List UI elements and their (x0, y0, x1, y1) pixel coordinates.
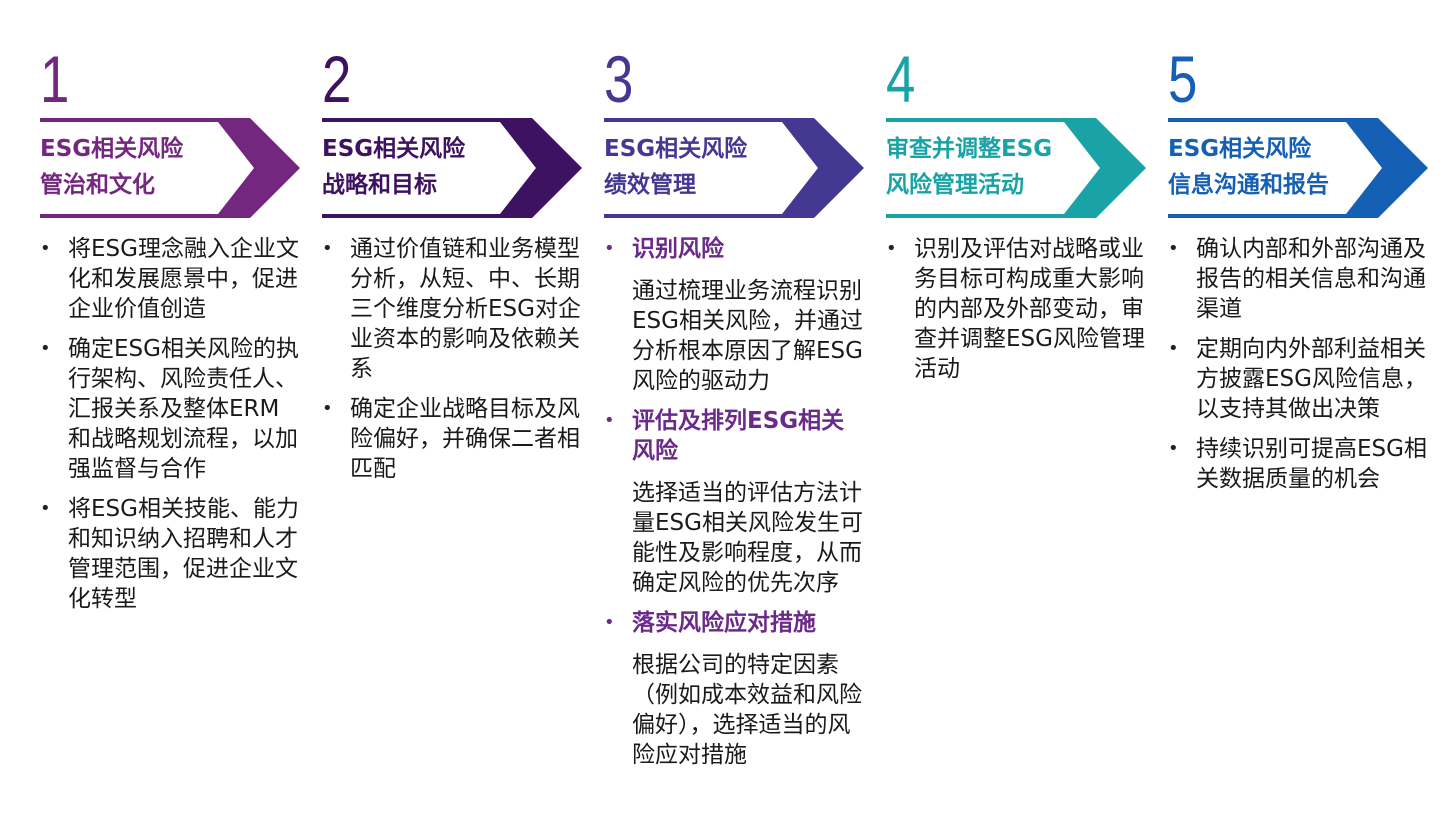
step-title-line-2: 战略和目标 (322, 172, 437, 198)
step-4-chevron (886, 118, 1146, 218)
step-title-line-1: ESG相关风险 (1168, 136, 1312, 162)
step-title-line-2: 绩效管理 (604, 172, 696, 198)
chevron-shape (40, 118, 300, 218)
step-title-line-1: 审查并调整ESG (886, 136, 1053, 162)
step-number: 5 (1168, 42, 1197, 116)
list-item: 评估及排列ESG相关风险 选择适当的评估方法计量ESG相关风险发生可能性及影响程… (604, 406, 866, 598)
list-item: 识别及评估对战略或业务目标可构成重大影响的内部及外部变动，审查并调整ESG风险管… (886, 234, 1148, 384)
step-4-list: 识别及评估对战略或业务目标可构成重大影响的内部及外部变动，审查并调整ESG风险管… (886, 234, 1148, 394)
list-item: 落实风险应对措施 根据公司的特定因素（例如成本效益和风险偏好），选择适当的风险应… (604, 608, 866, 770)
step-title: ESG相关风险 管治和文化 (40, 131, 290, 203)
subitem-body: 根据公司的特定因素（例如成本效益和风险偏好），选择适当的风险应对措施 (632, 652, 862, 768)
chevron-shape (604, 118, 864, 218)
chevron-shape (886, 118, 1146, 218)
chevron-shape (322, 118, 582, 218)
step-title: ESG相关风险 绩效管理 (604, 131, 854, 203)
subitem-heading: 评估及排列ESG相关风险 (632, 408, 845, 464)
step-5-chevron (1168, 118, 1428, 218)
list-item: 确定企业战略目标及风险偏好，并确保二者相匹配 (322, 394, 584, 484)
step-title: ESG相关风险 信息沟通和报告 (1168, 131, 1418, 203)
step-title: ESG相关风险 战略和目标 (322, 131, 572, 203)
step-number: 1 (40, 42, 69, 116)
step-title-line-2: 管治和文化 (40, 172, 155, 198)
step-title-line-1: ESG相关风险 (604, 136, 748, 162)
subitem-body: 选择适当的评估方法计量ESG相关风险发生可能性及影响程度，从而确定风险的优先次序 (632, 480, 863, 596)
step-title-line-1: ESG相关风险 (322, 136, 466, 162)
step-number: 3 (604, 42, 633, 116)
list-item: 通过价值链和业务模型分析，从短、中、长期三个维度分析ESG对企业资本的影响及依赖… (322, 234, 584, 384)
step-title: 审查并调整ESG 风险管理活动 (886, 131, 1136, 203)
step-title-line-1: ESG相关风险 (40, 136, 184, 162)
step-2-list: 通过价值链和业务模型分析，从短、中、长期三个维度分析ESG对企业资本的影响及依赖… (322, 234, 584, 494)
step-number: 2 (322, 42, 351, 116)
step-5-list: 确认内部和外部沟通及报告的相关信息和沟通渠道 定期向内外部利益相关方披露ESG风… (1168, 234, 1430, 504)
step-number: 4 (886, 42, 915, 116)
list-item: 持续识别可提高ESG相关数据质量的机会 (1168, 434, 1430, 494)
list-item: 确定ESG相关风险的执行架构、风险责任人、汇报关系及整体ERM和战略规划流程，以… (40, 334, 302, 484)
list-item: 确认内部和外部沟通及报告的相关信息和沟通渠道 (1168, 234, 1430, 324)
step-1-list: 将ESG理念融入企业文化和发展愿景中，促进企业价值创造 确定ESG相关风险的执行… (40, 234, 302, 624)
subitem-heading: 识别风险 (632, 236, 724, 262)
list-item: 识别风险 通过梳理业务流程识别ESG相关风险，并通过分析根本原因了解ESG风险的… (604, 234, 866, 396)
list-item: 将ESG相关技能、能力和知识纳入招聘和人才管理范围，促进企业文化转型 (40, 494, 302, 614)
step-3-list: 识别风险 通过梳理业务流程识别ESG相关风险，并通过分析根本原因了解ESG风险的… (604, 234, 866, 780)
step-title-line-2: 信息沟通和报告 (1168, 172, 1329, 198)
list-item: 定期向内外部利益相关方披露ESG风险信息，以支持其做出决策 (1168, 334, 1430, 424)
chevron-shape (1168, 118, 1428, 218)
subitem-heading: 落实风险应对措施 (632, 610, 816, 636)
step-1-chevron (40, 118, 300, 218)
step-3-chevron (604, 118, 864, 218)
step-title-line-2: 风险管理活动 (886, 172, 1024, 198)
subitem-body: 通过梳理业务流程识别ESG相关风险，并通过分析根本原因了解ESG风险的驱动力 (632, 278, 863, 394)
step-2-chevron (322, 118, 582, 218)
list-item: 将ESG理念融入企业文化和发展愿景中，促进企业价值创造 (40, 234, 302, 324)
